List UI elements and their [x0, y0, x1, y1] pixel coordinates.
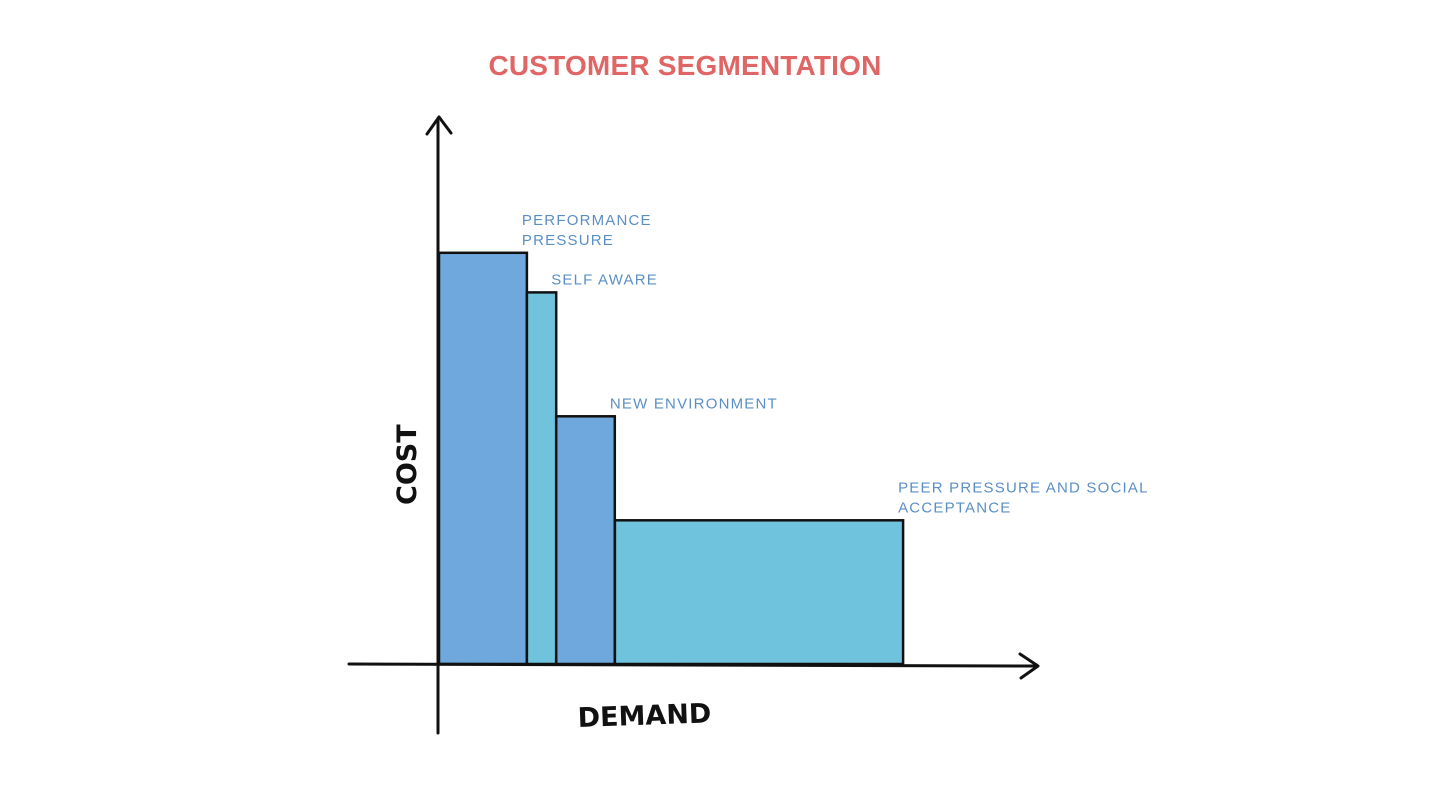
y-axis-label: COST: [392, 424, 423, 505]
segment-label-line: NEW ENVIRONMENT: [610, 395, 778, 412]
segment-label-3: NEW ENVIRONMENT: [610, 395, 778, 412]
segment-label-line: SELF AWARE: [551, 271, 658, 288]
bar-segment-4: [613, 519, 905, 666]
segment-label-line: PRESSURE: [522, 232, 614, 249]
bar-segment-3: [554, 415, 617, 666]
segment-label-line: PERFORMANCE: [522, 212, 652, 229]
x-axis: [347, 662, 1037, 668]
bar-segment-2: [525, 291, 558, 666]
segment-label-line: PEER PRESSURE AND SOCIAL: [898, 479, 1149, 496]
bars-layer: [437, 251, 905, 666]
x-axis-arrow-icon: [1018, 652, 1040, 680]
bar-segment-1: [437, 251, 529, 666]
segment-label-4: PEER PRESSURE AND SOCIAL ACCEPTANCE: [898, 479, 1149, 516]
x-axis-label: DEMAND: [577, 698, 712, 734]
segment-label-1: PERFORMANCE PRESSURE: [522, 212, 652, 249]
segment-label-2: SELF AWARE: [551, 271, 658, 288]
segment-label-line: ACCEPTANCE: [898, 499, 1011, 516]
axes: [347, 115, 1040, 735]
y-axis-arrow-icon: [425, 115, 453, 136]
segment-labels: PERFORMANCE PRESSURE SELF AWARE NEW ENVIRON…: [522, 212, 1149, 516]
page-title: CUSTOMER SEGMENTATION: [488, 50, 882, 81]
